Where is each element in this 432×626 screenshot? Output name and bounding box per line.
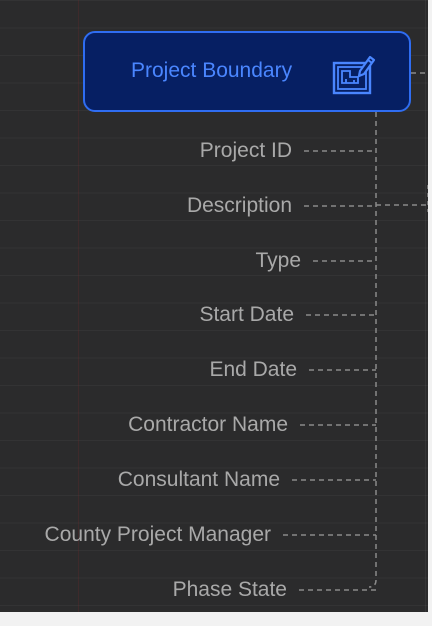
field-label[interactable]: Project ID	[199, 139, 292, 162]
field-label[interactable]: Type	[255, 249, 301, 272]
frame-edge	[428, 0, 432, 626]
canvas-guide-line	[425, 0, 426, 626]
frame-edge	[0, 612, 432, 626]
field-label[interactable]: Description	[186, 194, 292, 217]
entity-title: Project Boundary	[131, 59, 293, 82]
entity-node-project-boundary[interactable]: Project Boundary	[83, 31, 411, 112]
field-label[interactable]: End Date	[209, 358, 297, 381]
field-label[interactable]: Consultant Name	[117, 468, 280, 491]
field-label[interactable]: Contractor Name	[128, 413, 288, 436]
canvas-guide-line	[78, 0, 79, 626]
field-label[interactable]: Start Date	[199, 303, 294, 326]
field-label[interactable]: County Project Manager	[44, 523, 271, 546]
field-label[interactable]: Phase State	[172, 578, 287, 601]
blueprint-pencil-icon	[330, 51, 378, 99]
